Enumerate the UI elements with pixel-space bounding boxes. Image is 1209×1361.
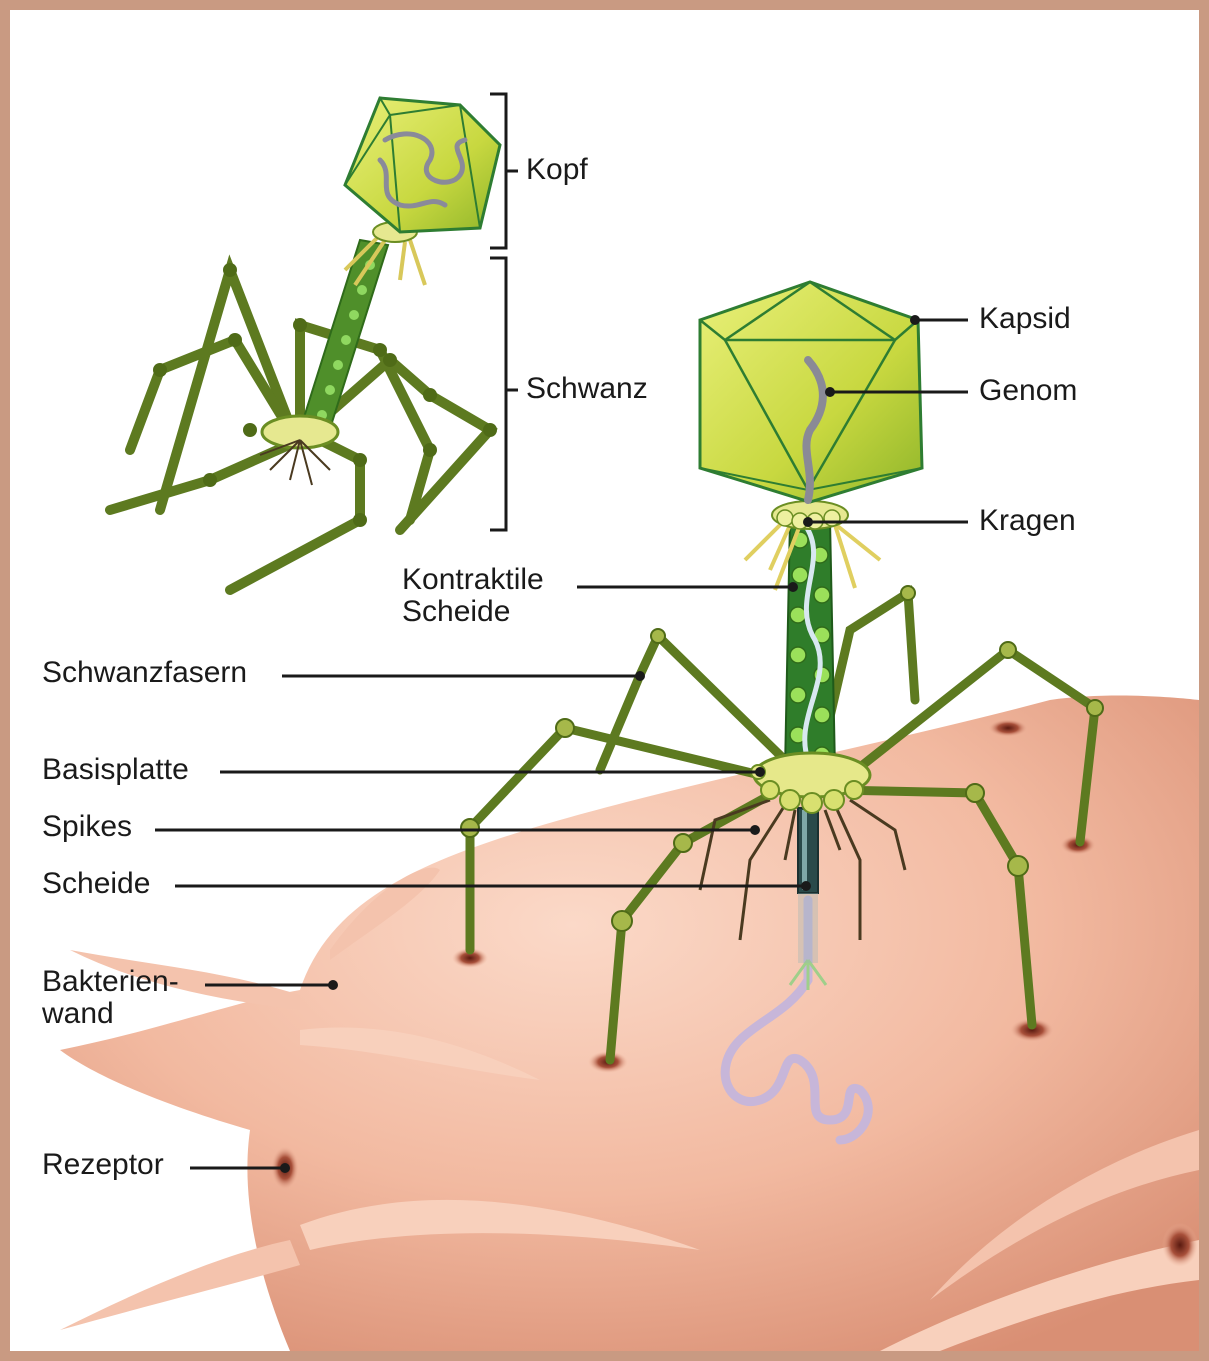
label-kontraktile-line2: Scheide	[402, 596, 544, 628]
schwanz-bracket	[490, 258, 506, 530]
small-phage	[110, 98, 500, 590]
label-schwanz: Schwanz	[526, 373, 648, 405]
label-spikes: Spikes	[42, 811, 132, 843]
label-kontraktile-scheide: Kontraktile Scheide	[402, 564, 544, 628]
label-genom: Genom	[979, 375, 1077, 407]
label-kragen: Kragen	[979, 505, 1076, 537]
label-scheide: Scheide	[42, 868, 150, 900]
label-rezeptor: Rezeptor	[42, 1149, 164, 1181]
label-kapsid: Kapsid	[979, 303, 1071, 335]
label-kopf: Kopf	[526, 154, 588, 186]
pilus	[60, 1240, 300, 1330]
label-schwanzfasern: Schwanzfasern	[42, 657, 247, 689]
label-bakterienwand-line1: Bakterien-	[42, 966, 179, 998]
receptor-pit	[1162, 1223, 1198, 1267]
label-kontraktile-line1: Kontraktile	[402, 564, 544, 596]
receptor-pit	[988, 719, 1028, 737]
label-bakterienwand: Bakterien- wand	[42, 966, 179, 1030]
label-bakterienwand-line2: wand	[42, 998, 179, 1030]
label-basisplatte: Basisplatte	[42, 754, 189, 786]
